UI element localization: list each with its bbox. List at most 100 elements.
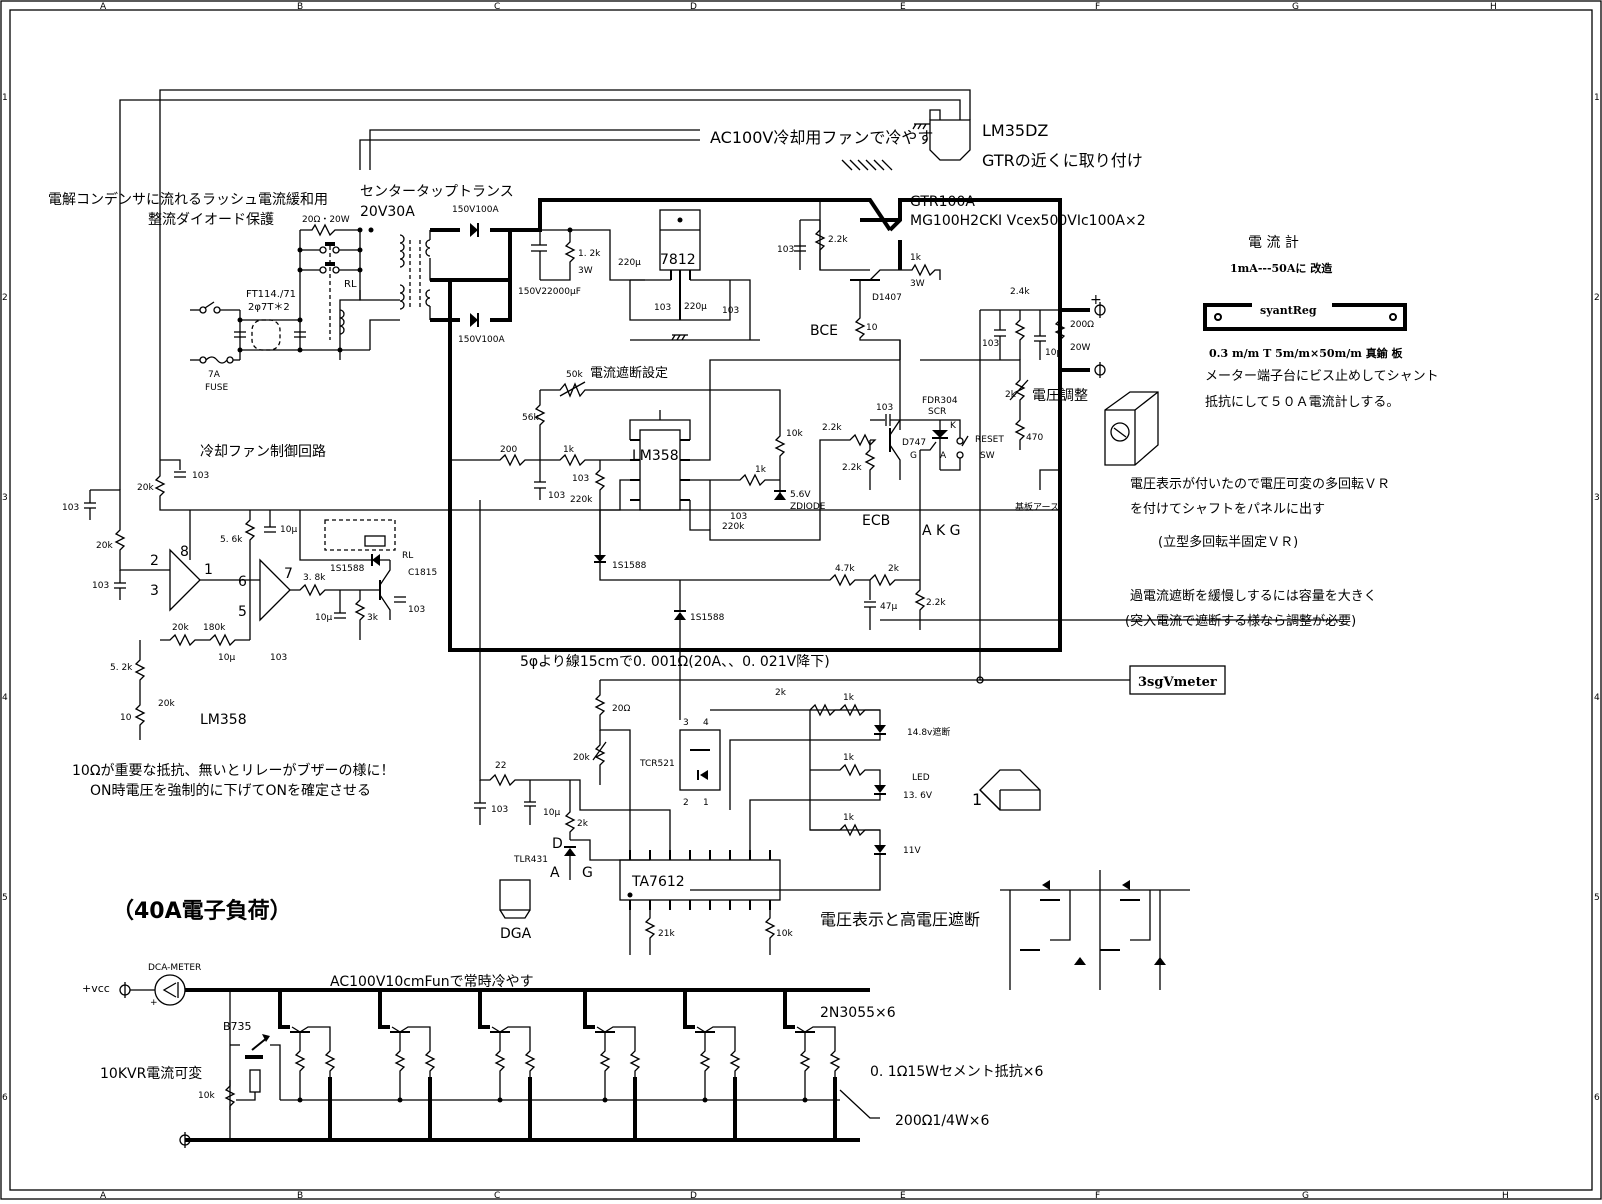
r24k-label: 2.4k xyxy=(1010,287,1030,297)
vr50k-label: 50k xyxy=(566,370,583,380)
inrush-resistor-label: 20Ω・20W xyxy=(302,215,350,225)
led-icon xyxy=(874,845,886,855)
diode-label: 1S1588 xyxy=(330,564,365,574)
vr-current-set-icon[interactable] xyxy=(559,381,586,397)
transistor-2n3055-icon xyxy=(696,1026,736,1045)
tr-label: D747 xyxy=(902,438,926,448)
shunt-note: 5φより線15cmで0. 001Ω(20A、、0. 021V降下) xyxy=(520,654,830,670)
dga-label: DGA xyxy=(500,926,532,942)
vr-adjust-icon[interactable] xyxy=(1009,379,1029,401)
r1k-1-label: 1k xyxy=(843,693,855,703)
fan-label: AC100V10cmFunで常時冷やす xyxy=(330,974,534,990)
vr-label: 10k xyxy=(198,1091,215,1101)
c2-label: 103 xyxy=(92,581,109,591)
row-label: 1 xyxy=(2,93,8,103)
tr-label: C1815 xyxy=(408,568,437,578)
row-label: 5 xyxy=(2,893,8,903)
ic-label: TA7612 xyxy=(631,874,685,890)
load-transistor-stages xyxy=(278,990,841,1140)
r470-label: 470 xyxy=(1026,433,1043,443)
driver-label: B735 xyxy=(223,1020,252,1033)
c103-label: 103 xyxy=(777,245,794,255)
fan-airflow-icon xyxy=(841,159,893,171)
fuse-rating: 7A xyxy=(208,370,221,380)
c103b-label: 103 xyxy=(572,474,589,484)
c47u-label: 47μ xyxy=(880,602,897,612)
transistor-2n3055-icon xyxy=(596,1026,636,1045)
load-terminal-positive[interactable] xyxy=(119,982,131,998)
pin5-label: 5 xyxy=(238,604,247,620)
vr2k-label: 2k xyxy=(1005,390,1017,400)
slow-note-1: 過電流遮断を緩慢しするには容量を大きく xyxy=(1130,588,1377,604)
c103c-label: 103 xyxy=(270,653,287,663)
opto-pin4: 4 xyxy=(703,718,709,728)
sensor-name: LM35DZ xyxy=(982,121,1048,140)
vr-note-2: を付けてシャフトをパネルに出す xyxy=(1130,502,1325,517)
r-top-label: 20k xyxy=(137,483,154,493)
c1-label: 103 xyxy=(62,503,79,513)
main-cap-label: 150V22000μF xyxy=(518,287,581,297)
col-label: G xyxy=(1292,2,1299,12)
shunt-label: syantReg xyxy=(1260,304,1317,317)
col-label: H xyxy=(1502,1191,1509,1200)
row-label: 3 xyxy=(1594,493,1600,503)
output-terminal-positive[interactable] xyxy=(1094,302,1106,318)
junction-dot xyxy=(802,1097,808,1103)
r2k-b-label: 2k xyxy=(775,688,787,698)
r22k-label: 2.2k xyxy=(828,235,848,245)
r220k-b-label: 220k xyxy=(722,522,745,532)
r38-label: 3. 8k xyxy=(303,573,326,583)
c10u-label: 10μ xyxy=(543,808,560,818)
meter-desc-1: メーター端子台にビス止めしてシャント xyxy=(1205,369,1439,384)
vmeter-label: 3sgVmeter xyxy=(1138,675,1217,690)
diode-icon xyxy=(594,555,606,562)
led-icon xyxy=(874,785,886,795)
row-label: 2 xyxy=(1594,293,1600,303)
led3-label: 11V xyxy=(903,846,921,856)
filter-label: FT114./71 xyxy=(246,289,296,300)
col-label: E xyxy=(900,1191,906,1200)
r200-label: 200 xyxy=(500,445,517,455)
transistor-2n3055-icon xyxy=(796,1026,836,1045)
vr-voltage-icon[interactable] xyxy=(592,741,607,761)
meter-mod: 1mA---50Aに 改造 xyxy=(1230,261,1333,275)
filter-winding-label: 2φ7T＊2 xyxy=(248,302,290,313)
voltage-display-section: 20Ω 20k 22 103 10μ 2k D TLR431 A G TCR52… xyxy=(474,500,1060,955)
load-terminal-negative[interactable] xyxy=(179,1132,191,1148)
ecb-label: ECB xyxy=(862,513,890,529)
col-label: A xyxy=(100,1191,107,1200)
dga-package-icon xyxy=(499,879,531,919)
vcc-label: +vcc xyxy=(82,982,110,995)
r-div-label: 20k xyxy=(96,541,113,551)
r22k-b-label: 2.2k xyxy=(842,463,862,473)
col-label: C xyxy=(494,1191,500,1200)
r56k-label: 56k xyxy=(522,413,539,423)
opto-pin2: 2 xyxy=(683,798,689,808)
top-wiring xyxy=(119,89,971,490)
fan-note-2: ON時電圧を強制的に下げてONを確定させる xyxy=(90,783,371,799)
zener-label: 5.6V xyxy=(790,490,811,500)
transformer-icon xyxy=(399,234,431,310)
emitter-resistor xyxy=(829,1045,841,1077)
reset-switch[interactable]: RESET SW xyxy=(975,435,1004,461)
row-labels: 1 2 3 4 5 6 1 2 3 4 5 6 xyxy=(2,93,1600,1103)
package-icon xyxy=(979,769,1041,811)
pin7-label: 7 xyxy=(284,566,293,582)
col-label: E xyxy=(900,2,906,12)
r10k-label: 10k xyxy=(776,929,793,939)
c3-label: 103 xyxy=(192,471,209,481)
overcurrent-section: 50k 電流遮断設定 56k 200 1k 103 103 220k LM358… xyxy=(450,359,1377,720)
r56-label: 5. 6k xyxy=(220,535,243,545)
row-label: 6 xyxy=(1594,1093,1600,1103)
junction-dot xyxy=(497,1097,503,1103)
r180k-label: 180k xyxy=(203,623,226,633)
reset-label: RESET xyxy=(975,435,1004,445)
optocoupler-icon xyxy=(679,729,721,791)
row-label: 4 xyxy=(2,693,8,703)
board-earth-label: 基板アース xyxy=(1015,501,1059,513)
ic-ta7612-icon xyxy=(619,859,781,901)
output-terminal-negative[interactable] xyxy=(1094,362,1106,378)
base-resistor xyxy=(394,1045,406,1100)
